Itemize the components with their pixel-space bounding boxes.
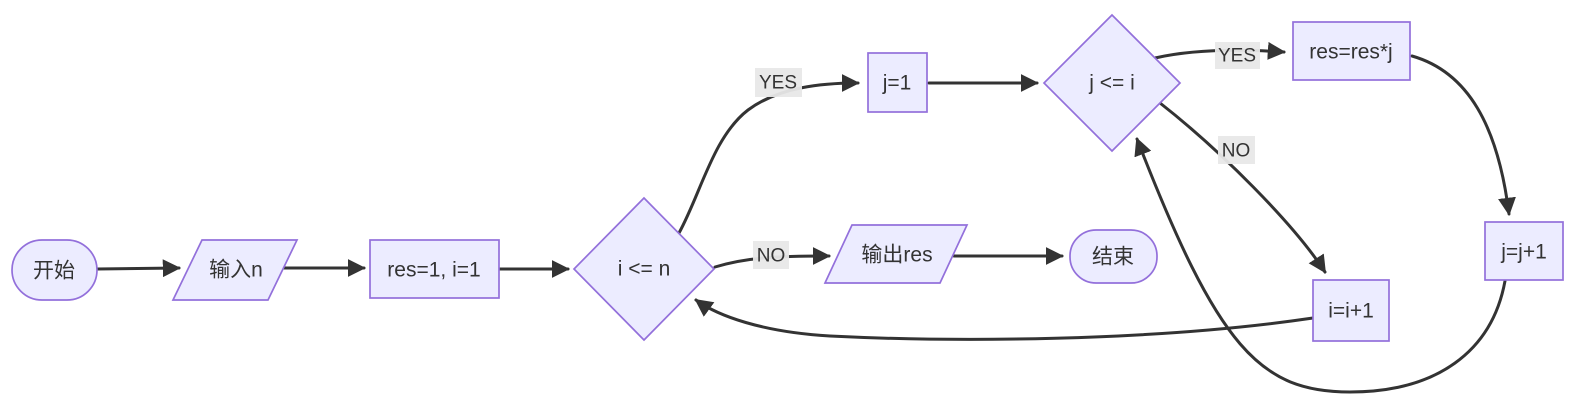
node-cond-outer: i <= n: [572, 196, 716, 342]
init-rect-shape: [369, 239, 500, 299]
cond-inner-diamond-shape: [1042, 13, 1182, 153]
edge-label-bg-inner-no: [1218, 136, 1255, 164]
end-label: 结束: [1092, 246, 1134, 269]
multiply-rect-shape: [1292, 21, 1411, 81]
output-parallelogram-shape: [823, 224, 969, 284]
output-label: 输出res: [861, 244, 932, 267]
edge-cond-inner-no-to-iinc: [1158, 101, 1327, 274]
edge-label-outer-no: NO: [757, 246, 786, 267]
edge-label-bg-inner-yes: [1215, 42, 1260, 69]
node-i-inc: i=i+1: [1312, 279, 1390, 342]
start-label: 开始: [33, 260, 75, 283]
cond-outer-label: i <= n: [618, 258, 671, 281]
multiply-label: res=res*j: [1309, 41, 1392, 64]
j-init-label: j=1: [882, 72, 912, 95]
node-end: 结束: [1069, 229, 1158, 284]
node-j-init: j=1: [867, 52, 928, 113]
edge-label-outer-yes: YES: [759, 73, 797, 94]
node-input-n: 输入n: [171, 239, 299, 301]
edge-start-to-input: [95, 259, 181, 278]
j-inc-label: j=j+1: [1500, 241, 1547, 264]
edge-jinc-loop-to-cond-inner: [1134, 137, 1507, 394]
end-stadium-shape: [1069, 229, 1158, 284]
edge-label-inner-no: NO: [1222, 141, 1251, 162]
i-inc-rect-shape: [1312, 279, 1390, 342]
init-label: res=1, i=1: [387, 259, 480, 282]
node-multiply: res=res*j: [1292, 21, 1411, 81]
edge-label-inner-yes: YES: [1218, 46, 1256, 67]
node-start: 开始: [11, 239, 98, 301]
edge-multiply-to-jinc: [1410, 54, 1516, 216]
cond-inner-label: j <= i: [1088, 72, 1135, 95]
i-inc-label: i=i+1: [1328, 300, 1374, 323]
edge-label-bg-outer-no: [753, 241, 789, 269]
input-parallelogram-shape: [171, 239, 299, 301]
edge-label-bg-outer-yes: [755, 68, 802, 97]
node-cond-inner: j <= i: [1042, 13, 1182, 153]
start-stadium-shape: [11, 239, 98, 301]
node-output: 输出res: [823, 224, 969, 284]
edges: [95, 41, 1516, 394]
cond-outer-diamond-shape: [572, 196, 716, 342]
node-init: res=1, i=1: [369, 239, 500, 299]
edge-labels: YES NO YES NO: [753, 42, 1260, 269]
edge-cond-outer-yes-to-jinit: [677, 74, 860, 235]
edge-iinc-loop-to-cond-outer: [694, 298, 1315, 341]
j-inc-rect-shape: [1484, 221, 1564, 281]
node-j-inc: j=j+1: [1484, 221, 1564, 281]
input-label: 输入n: [209, 259, 263, 282]
j-init-rect-shape: [867, 52, 928, 113]
